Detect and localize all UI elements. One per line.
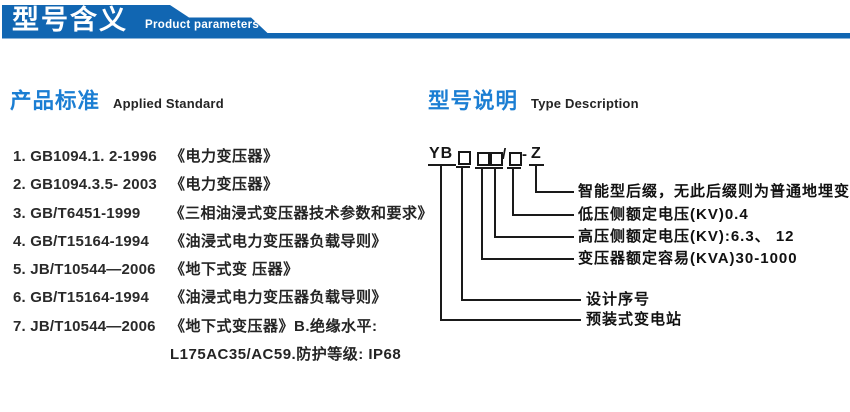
connector-line-vertical xyxy=(461,166,463,301)
connector-line-horizontal xyxy=(481,258,574,260)
connector-line-horizontal xyxy=(440,319,581,321)
standard-item: 6. GB/T15164-1994 《油浸式电力变压器负载导则》 xyxy=(13,284,433,312)
model-annotation-lv-voltage: 低压侧额定电压(KV)0.4 xyxy=(578,206,749,223)
standards-heading-en: Applied Standard xyxy=(113,96,224,111)
standard-item: 2. GB1094.3.5- 2003 《电力变压器》 xyxy=(13,171,433,199)
standard-code: 7. JB/T10544—2006 xyxy=(13,317,156,335)
model-code-suffix: Z xyxy=(531,145,541,162)
underline-tick xyxy=(456,166,470,168)
type-heading-en: Type Description xyxy=(531,96,639,111)
model-code-slash: / xyxy=(502,146,507,163)
model-annotation-capacity: 变压器额定容易(KVA)30-1000 xyxy=(578,250,798,267)
connector-line-vertical xyxy=(440,164,442,321)
standard-title: 《地下式变压器》B.绝缘水平: xyxy=(170,317,378,335)
page-subtitle: Product parameters xyxy=(145,19,260,31)
underline-tick xyxy=(489,167,503,169)
standard-code: 2. GB1094.3.5- 2003 xyxy=(13,176,157,194)
type-section-heading: 型号说明 Type Description xyxy=(428,84,639,115)
model-annotation-hv-voltage: 高压侧额定电压(KV):6.3、 12 xyxy=(578,228,795,245)
standard-item: 4. GB/T15164-1994 《油浸式电力变压器负载导则》 xyxy=(13,228,433,256)
placeholder-box-icon xyxy=(490,152,503,166)
standard-title: 《地下式变 压器》 xyxy=(170,261,299,279)
page-title: 型号含义 xyxy=(12,5,128,35)
model-annotation-design-serial: 设计序号 xyxy=(586,291,651,308)
standard-title: 《三相油浸式变压器技术参数和要求》 xyxy=(169,204,433,222)
connector-line-vertical xyxy=(535,164,537,193)
connector-line-horizontal xyxy=(494,236,574,238)
standard-title: 《油浸式电力变压器负载导则》 xyxy=(170,289,388,307)
standard-title: 《电力变压器》 xyxy=(170,148,279,165)
standard-item: 1. GB1094.1. 2-1996 《电力变压器》 xyxy=(13,143,433,171)
standard-item-continuation: L175AC35/AC59.防护等级: IP68 xyxy=(13,341,433,369)
header-ribbon-shape xyxy=(2,5,850,39)
standard-code xyxy=(13,341,170,369)
standard-code: 5. JB/T10544—2006 xyxy=(13,261,156,279)
standard-code: 4. GB/T15164-1994 xyxy=(13,232,149,250)
standard-title: L175AC35/AC59.防护等级: IP68 xyxy=(170,346,402,364)
placeholder-box-icon xyxy=(458,151,471,165)
standard-item: 7. JB/T10544—2006 《地下式变压器》B.绝缘水平: xyxy=(13,313,433,341)
connector-line-vertical xyxy=(481,167,483,260)
connector-line-horizontal xyxy=(512,214,574,216)
underline-tick xyxy=(428,164,456,166)
model-code-prefix: YB xyxy=(429,145,454,162)
type-heading-cn: 型号说明 xyxy=(428,89,519,113)
standard-item: 3. GB/T6451-1999 《三相油浸式变压器技术参数和要求》 xyxy=(13,200,433,228)
underline-tick xyxy=(507,167,521,169)
model-annotation-substation: 预装式变电站 xyxy=(586,311,683,328)
standards-heading-cn: 产品标准 xyxy=(10,89,101,113)
connector-line-vertical xyxy=(494,167,496,238)
model-annotation-suffix: 智能型后缀，无此后缀则为普通地埋变 xyxy=(578,183,850,200)
standards-section-heading: 产品标准 Applied Standard xyxy=(10,84,224,115)
standard-code: 1. GB1094.1. 2-1996 xyxy=(13,148,157,165)
model-code-dash: - xyxy=(522,146,527,163)
standard-code: 6. GB/T15164-1994 xyxy=(13,289,149,307)
connector-line-horizontal xyxy=(535,191,574,193)
standard-title: 《电力变压器》 xyxy=(170,176,279,194)
connector-line-horizontal xyxy=(461,299,581,301)
connector-line-vertical xyxy=(512,167,514,216)
standard-code: 3. GB/T6451-1999 xyxy=(13,204,141,222)
placeholder-box-icon xyxy=(477,152,490,166)
standards-list: 1. GB1094.1. 2-1996 《电力变压器》 2. GB1094.3.… xyxy=(13,143,433,369)
standard-title: 《油浸式电力变压器负载导则》 xyxy=(170,232,388,250)
standard-item: 5. JB/T10544—2006 《地下式变 压器》 xyxy=(13,256,433,284)
placeholder-box-icon xyxy=(509,152,522,166)
